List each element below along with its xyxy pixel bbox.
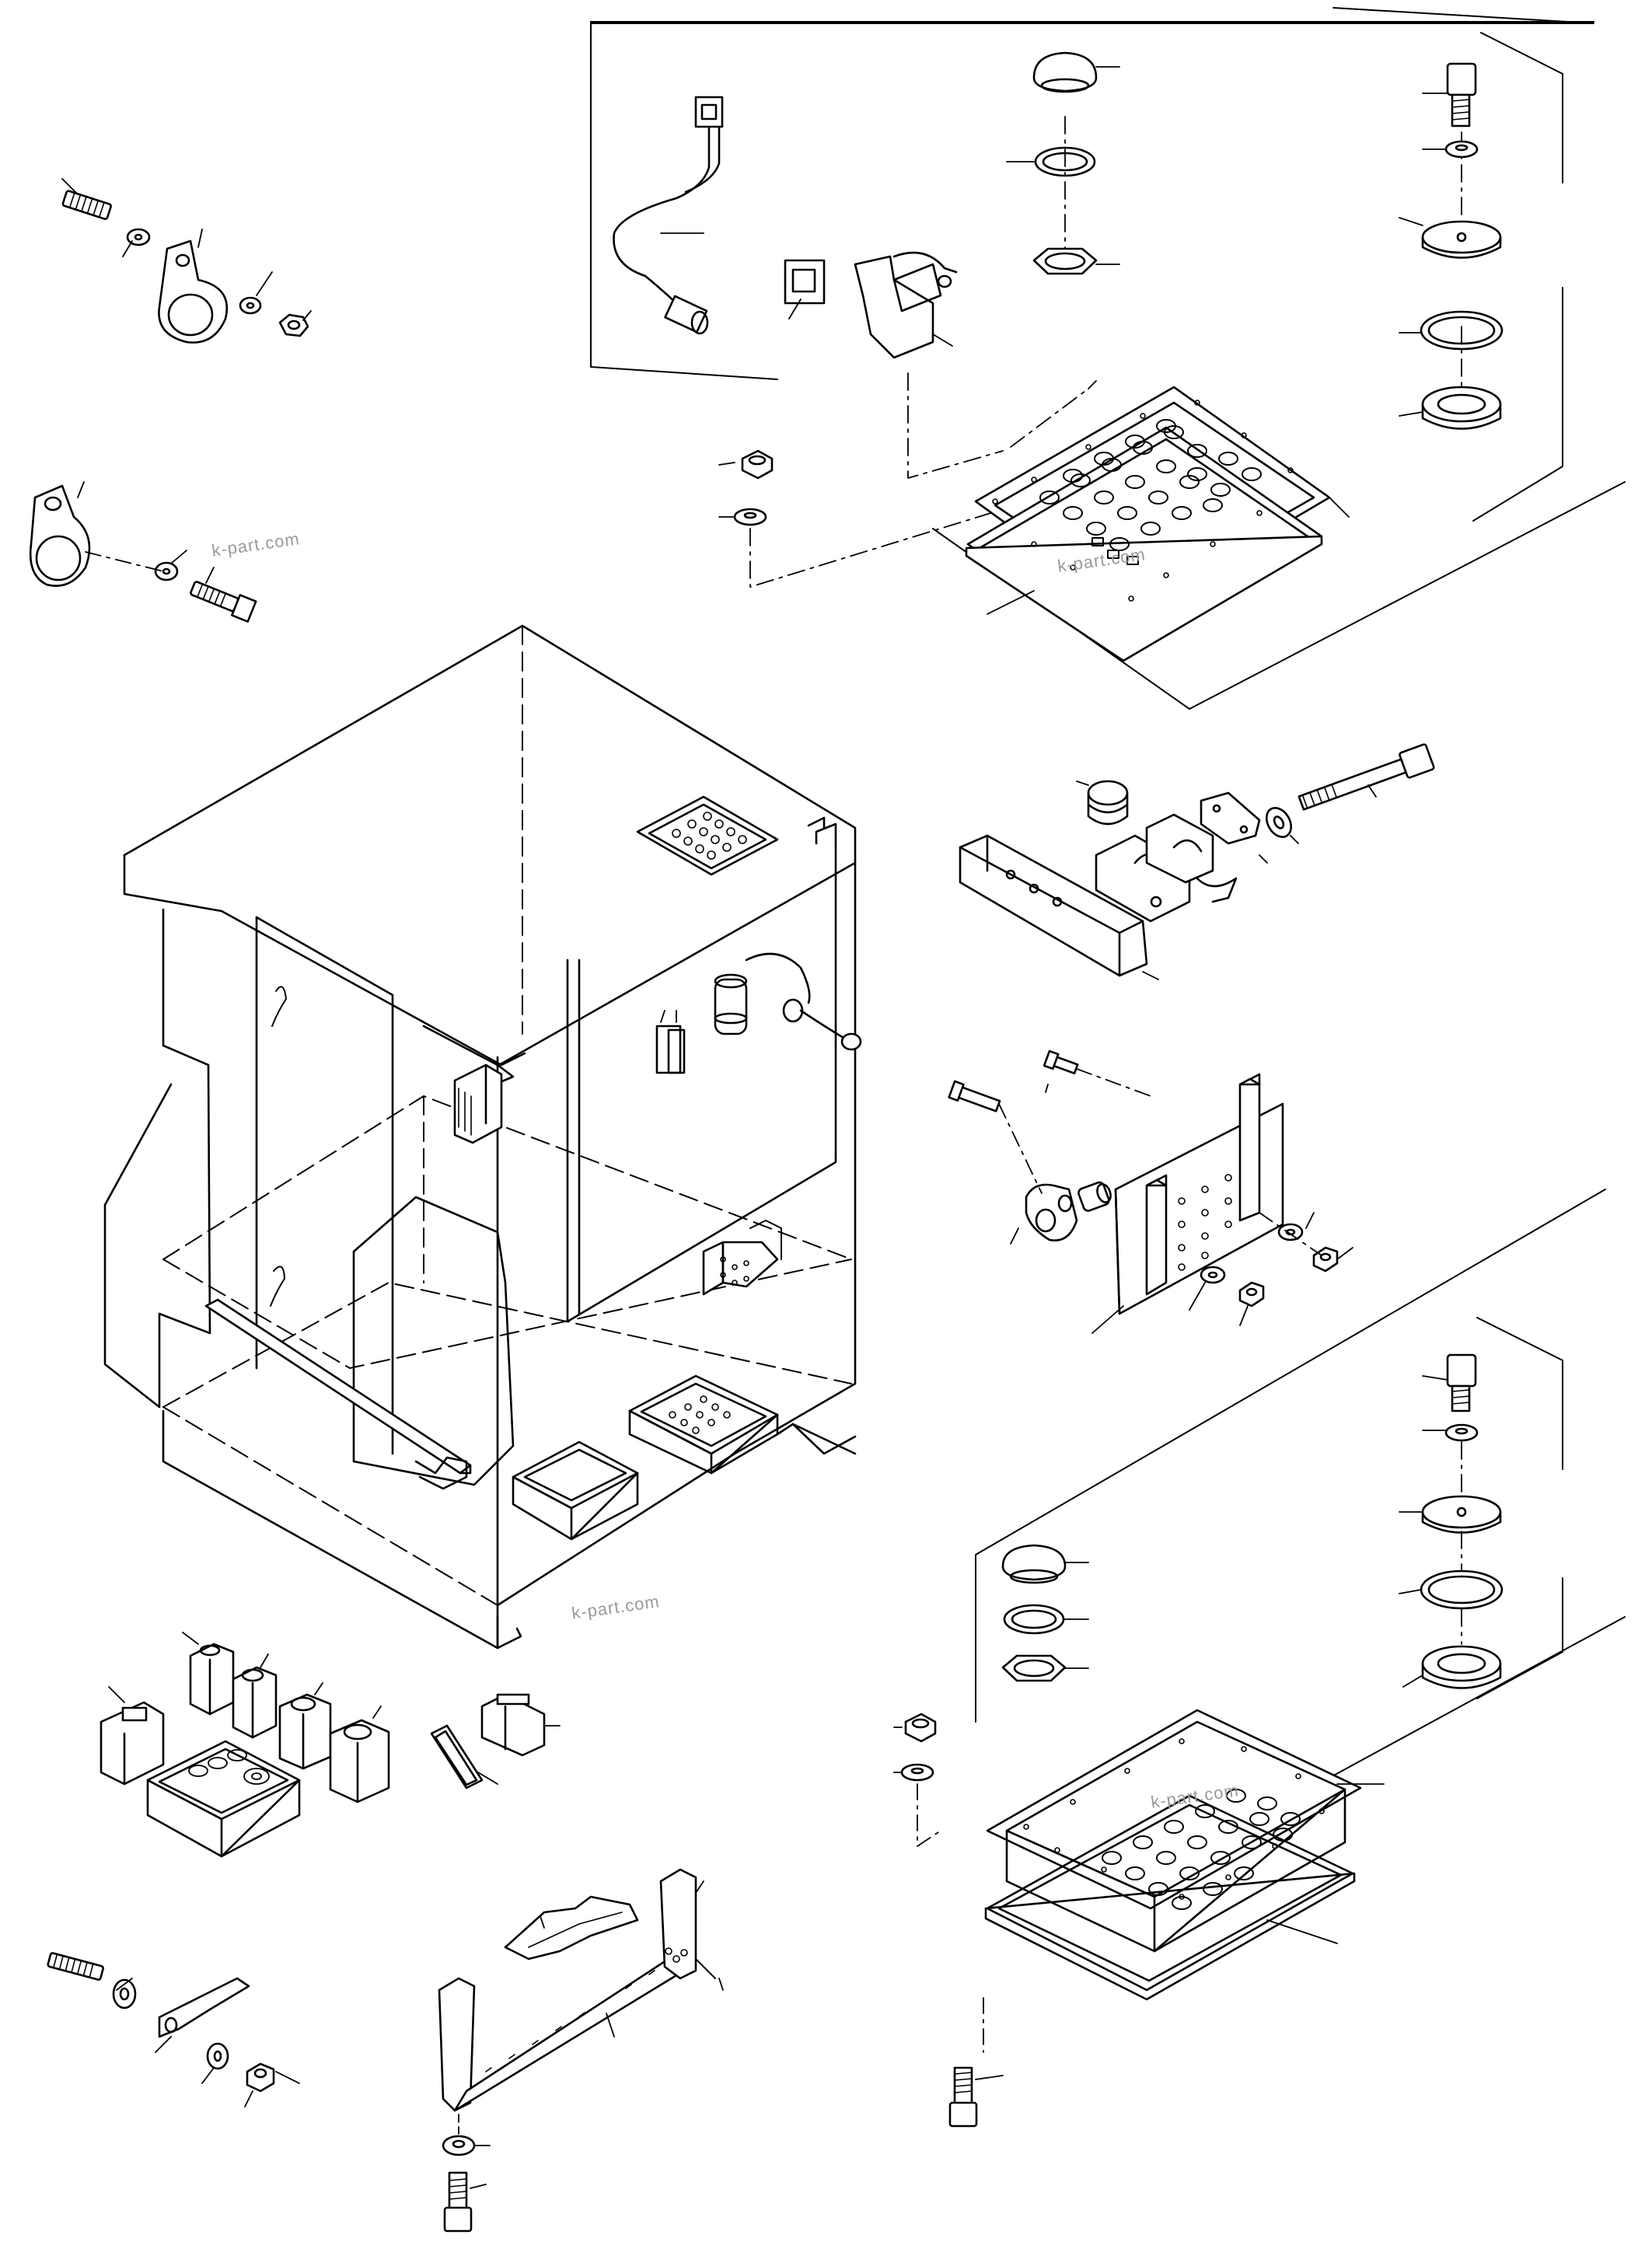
bolt-mount-stack-bottom bbox=[1399, 1353, 1504, 1689]
main-cabinet bbox=[103, 624, 862, 1650]
bolt-bracket-bottom-left bbox=[47, 1952, 300, 2107]
clamp-bracket-assembly bbox=[959, 743, 1435, 980]
harness-connector bbox=[613, 96, 724, 335]
bolt-mount-stack-top bbox=[1399, 62, 1504, 430]
terminal-mount-bracket bbox=[948, 1049, 1353, 1334]
gland-tray-bottom bbox=[983, 1709, 1385, 2053]
nut-washer-bottom bbox=[893, 1713, 941, 1847]
cap-gasket-nut-bottom bbox=[1001, 1544, 1089, 1682]
gland-plate-top bbox=[965, 386, 1350, 662]
clamp-set-2 bbox=[29, 481, 257, 623]
nut-washer-top bbox=[718, 449, 774, 526]
bolt-bottom-right bbox=[948, 2066, 1004, 2128]
dash-lines-top bbox=[749, 116, 1462, 588]
cap-gasket-nut-top bbox=[1006, 51, 1120, 275]
clamp-set-1 bbox=[61, 178, 312, 344]
battery-and-contactors bbox=[100, 1632, 561, 1858]
battery-hold-down-strap bbox=[438, 1868, 724, 2233]
relay-with-bracket bbox=[784, 251, 958, 359]
